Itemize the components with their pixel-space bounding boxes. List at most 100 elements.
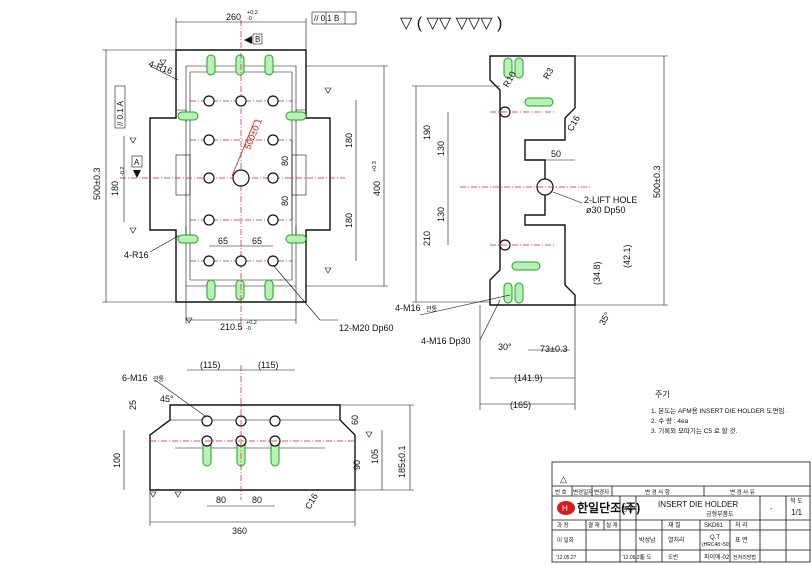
dim-90: 90 xyxy=(352,460,362,470)
dim-60: 60 xyxy=(350,415,360,425)
tb-r3-2: 설 계 xyxy=(606,521,618,529)
dim-210-tol-top: +0.2 xyxy=(246,320,257,326)
dim-80-a: 80 xyxy=(280,156,290,166)
front-view: (115) (115) 6-M16 관통 45° 25 100 60 90 10… xyxy=(112,360,414,536)
dim-73: 73±0.3 xyxy=(540,344,567,354)
dim-25: 25 xyxy=(128,400,138,410)
scale-label: 척 도 xyxy=(790,497,803,505)
leader-m16b xyxy=(479,299,501,341)
dim-400: 400 xyxy=(372,181,382,196)
front-view-outline xyxy=(149,404,356,491)
callout-m16c: 6-M16 xyxy=(122,373,148,383)
datum-a-label: A xyxy=(134,158,140,167)
side-view: R10 R3 C16 190 210 130 130 50 2-LIFT HOL… xyxy=(395,55,668,410)
dim-130-b: 130 xyxy=(436,207,446,222)
slot-bot-1 xyxy=(206,279,216,301)
callout-m16b: 4-M16 Dp30 xyxy=(421,336,471,346)
tb-r3-5: 처 리 xyxy=(735,521,748,529)
surface-finish-symbols: ▽ ( ▽▽ ▽▽▽ ) xyxy=(400,15,502,32)
datum-a-box xyxy=(131,155,143,168)
dim-45deg: 45° xyxy=(160,394,174,404)
dim-115-a: (115) xyxy=(200,360,220,370)
finish-mark xyxy=(149,491,157,498)
tb-r5-3: '12.05.27 xyxy=(622,555,643,561)
tb-r4-8: 표 면 xyxy=(735,536,748,544)
dim-260-tol-bot: -0 xyxy=(247,16,252,22)
drawing-name: INSERT DIE HOLDER xyxy=(658,500,738,509)
section-b-label: B xyxy=(255,35,260,44)
section-b-box xyxy=(252,33,263,45)
slot-right-1 xyxy=(285,111,307,121)
slot-top-2 xyxy=(235,54,245,76)
hole-m20 xyxy=(267,95,279,107)
dim-80-b: 80 xyxy=(252,495,262,505)
side-slot xyxy=(524,97,554,107)
drawing-subname: 금형부품도 xyxy=(706,510,734,518)
title-block: △ 번 호 변경일자 변경자 변 경 사 항 변 경 사 유 H 한일단조(주)… xyxy=(551,461,811,563)
dim-42-1: (42.1) xyxy=(622,244,632,268)
dim-c16-front: C16 xyxy=(303,492,320,511)
svg-text:H: H xyxy=(562,504,568,513)
scale-value: 1/1 xyxy=(791,508,803,517)
dim-115-b: (115) xyxy=(258,360,278,370)
title-block-frame xyxy=(551,461,811,563)
callout-m16c-note: 관통 xyxy=(153,375,165,383)
dim-165: (165) xyxy=(510,400,531,410)
slot-bot-2 xyxy=(235,279,245,301)
dim-35deg: 35° xyxy=(597,310,613,327)
dim-260: 260 xyxy=(226,12,241,22)
hole-m20 xyxy=(267,134,279,146)
dim-c16: C16 xyxy=(565,114,582,133)
leader-m16c xyxy=(154,379,206,417)
rev-header-2: 변경자 xyxy=(594,488,609,496)
company-logo: H xyxy=(557,501,575,515)
slot-right-2 xyxy=(285,234,307,244)
tb-r5-7: 전처리방법 xyxy=(733,554,756,561)
notes-heading: 주기 xyxy=(655,390,670,399)
finish-mark xyxy=(324,87,332,94)
slot-bot-3 xyxy=(264,279,274,301)
dash-cell: - xyxy=(770,506,773,513)
tb-r3-3: 재 질 xyxy=(668,521,681,529)
dim-360: 360 xyxy=(232,526,247,536)
tb-r4-5: 열처리 xyxy=(668,536,685,544)
tb-r4-6: Q.T xyxy=(710,535,720,541)
hole-m20 xyxy=(235,255,247,267)
finish-mark xyxy=(159,59,167,66)
rev-header-1: 변경일자 xyxy=(573,488,593,496)
dim-400-tol: +0.3 xyxy=(372,161,378,172)
top-view: 500±0.1 260 +0.2 -0 // 0.1 B B 4-R16 4-R… xyxy=(92,10,394,333)
company-name: 한일단조(주) xyxy=(577,500,640,515)
hole-m20 xyxy=(267,172,279,184)
side-slot xyxy=(503,57,513,79)
section-arrow-b xyxy=(244,36,252,44)
side-slot xyxy=(511,261,541,271)
dim-100: 100 xyxy=(112,453,122,468)
front-hole xyxy=(269,415,281,427)
hole-m20 xyxy=(203,134,215,146)
leader-m16a xyxy=(419,294,511,316)
slot-left-1 xyxy=(177,111,199,121)
slot-top-3 xyxy=(264,54,274,76)
note-3: 3. 기록외 모따기는 C5 로 할 것. xyxy=(651,426,737,435)
lift-hole-label: 2-LIFT HOLE xyxy=(584,195,637,205)
dim-180-r2: 180 xyxy=(344,213,354,228)
dim-141-9: (141.9) xyxy=(514,373,543,383)
dim-r3: R3 xyxy=(541,66,555,81)
tb-r3-0: 과 장 xyxy=(557,521,569,529)
slot-top-1 xyxy=(206,54,216,76)
dim-190: 190 xyxy=(422,125,432,140)
datum-a-arrow xyxy=(133,170,141,178)
dim-500-side: 500±0.3 xyxy=(652,166,662,198)
dim-80-b: 80 xyxy=(280,196,290,206)
dim-180-r1: 180 xyxy=(344,133,354,148)
dim-80-a: 80 xyxy=(216,495,226,505)
name-label: 품명 xyxy=(622,505,633,513)
lift-hole-size: ø30 Dp50 xyxy=(586,205,626,215)
finish-mark xyxy=(185,317,193,324)
notes-block: 주기 1. 본도는 AFM용 INSERT DIE HOLDER 도면임. 2.… xyxy=(651,390,786,435)
hole-m20 xyxy=(203,214,215,226)
revision-symbol: △ xyxy=(560,474,567,484)
leader-m20 xyxy=(272,264,321,321)
